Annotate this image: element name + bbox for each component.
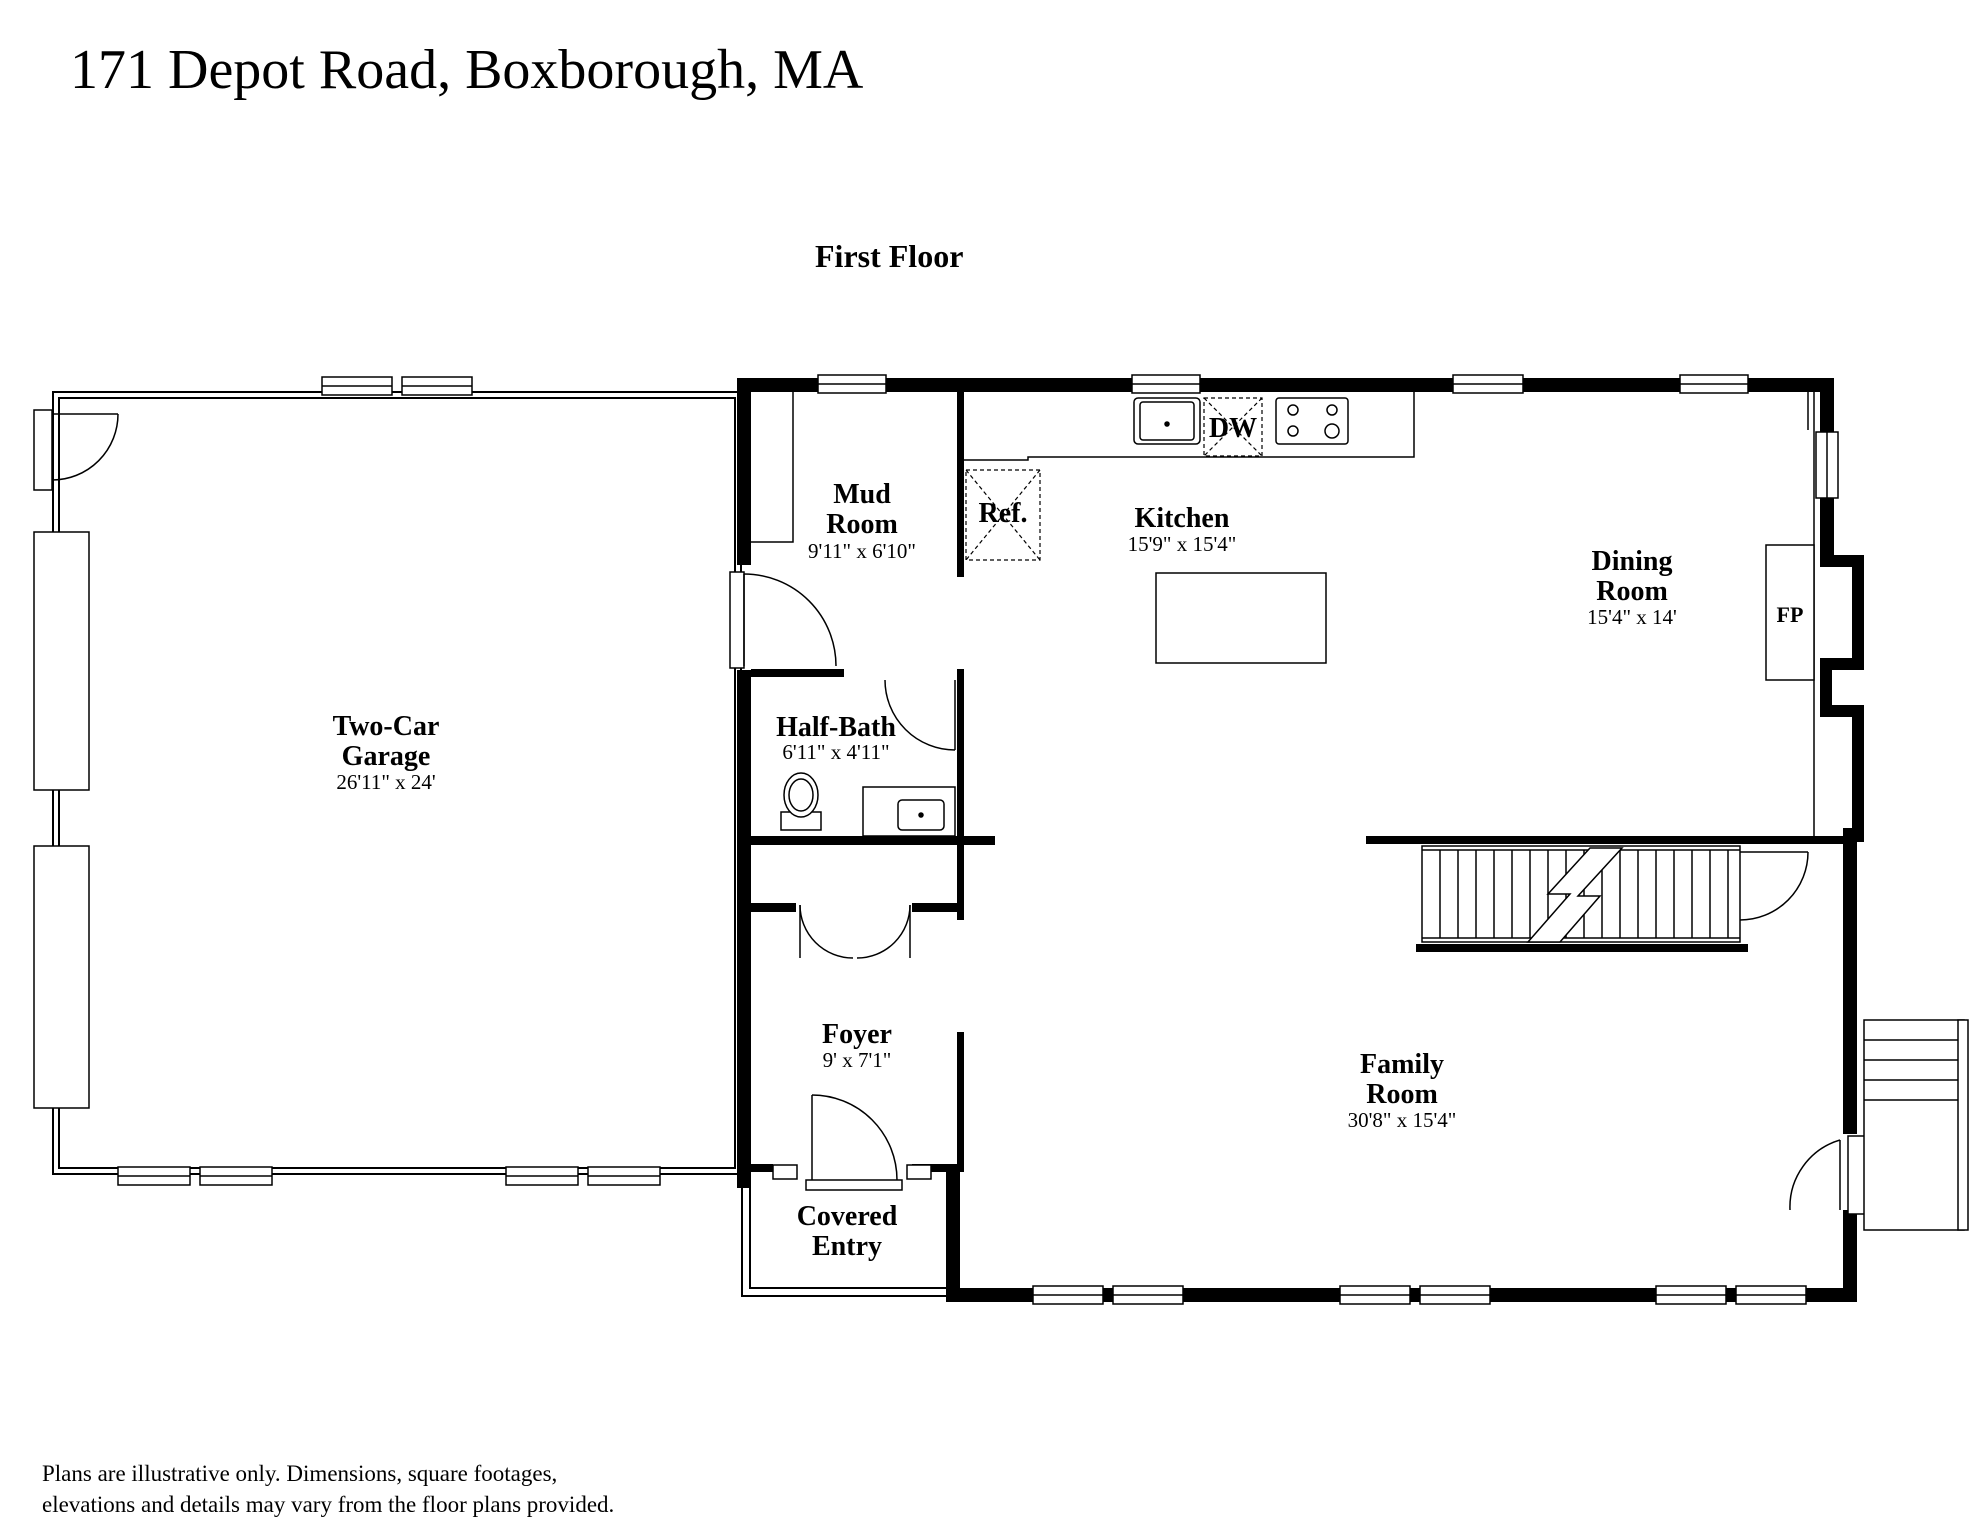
house-top-windows bbox=[817, 374, 1749, 394]
half-bath-dims: 6'11" x 4'11" bbox=[782, 740, 889, 764]
family-room-dims: 30'8" x 15'4" bbox=[1348, 1108, 1457, 1132]
foyer-dims: 9' x 7'1" bbox=[823, 1048, 892, 1072]
garage-dims: 26'11" x 24' bbox=[336, 770, 435, 794]
half-bath-name: Half-Bath bbox=[776, 712, 896, 743]
covered-entry-name-line1: Covered bbox=[797, 1201, 898, 1232]
house-bottom-windows bbox=[1032, 1285, 1807, 1305]
garage-top-windows bbox=[321, 376, 473, 396]
family-room-name-line1: Family bbox=[1360, 1049, 1444, 1080]
kitchen-sink bbox=[1133, 397, 1201, 445]
closet-doors bbox=[799, 904, 911, 959]
disclaimer-line2: elevations and details may vary from the… bbox=[42, 1492, 615, 1517]
fireplace-label: FP bbox=[1777, 602, 1804, 627]
refrigerator bbox=[965, 469, 1041, 561]
covered-entry-outline bbox=[741, 1184, 946, 1297]
family-room-door bbox=[1789, 1135, 1871, 1215]
garage-name-line2: Garage bbox=[342, 741, 431, 772]
stair-door bbox=[1739, 851, 1809, 921]
cooktop bbox=[1275, 397, 1349, 445]
toilet bbox=[780, 772, 822, 831]
dishwasher-label: DW bbox=[1209, 413, 1257, 444]
mud-room-name-line1: Mud bbox=[833, 479, 891, 510]
disclaimer: Plans are illustrative only. Dimensions,… bbox=[42, 1458, 942, 1520]
kitchen-counter bbox=[751, 392, 1415, 543]
refrigerator-label: Ref. bbox=[979, 498, 1028, 529]
house-right-window bbox=[1815, 431, 1839, 499]
page-title: 171 Depot Road, Boxborough, MA bbox=[70, 39, 864, 101]
floor-label: First Floor bbox=[815, 238, 964, 274]
covered-entry-name-line2: Entry bbox=[812, 1231, 882, 1262]
foyer-name: Foyer bbox=[822, 1019, 892, 1050]
family-room-name-line2: Room bbox=[1366, 1079, 1438, 1110]
half-bath-door bbox=[884, 679, 956, 751]
mud-room-dims: 9'11" x 6'10" bbox=[808, 539, 916, 563]
dining-room-dims: 15'4" x 14' bbox=[1587, 605, 1677, 629]
dining-room-name-line1: Dining bbox=[1592, 546, 1673, 577]
stair-break bbox=[1526, 847, 1624, 943]
interior-walls bbox=[751, 392, 1844, 1172]
front-door bbox=[805, 1094, 903, 1191]
kitchen-dims: 15'9" x 15'4" bbox=[1128, 532, 1237, 556]
mud-room-door bbox=[729, 571, 837, 669]
mud-room-name-line2: Room bbox=[826, 509, 898, 540]
disclaimer-line1: Plans are illustrative only. Dimensions,… bbox=[42, 1461, 558, 1486]
foyer-sidelights bbox=[772, 1164, 932, 1180]
garage-doors bbox=[33, 531, 90, 1109]
garage-side-door bbox=[33, 409, 119, 491]
dining-room-name-line2: Room bbox=[1596, 576, 1668, 607]
fireplace bbox=[1765, 544, 1815, 681]
dishwasher bbox=[1203, 397, 1263, 457]
garage-bottom-windows bbox=[117, 1166, 661, 1186]
garage-name-line1: Two-Car bbox=[333, 711, 440, 742]
kitchen-name: Kitchen bbox=[1135, 503, 1230, 534]
bath-vanity bbox=[862, 786, 956, 837]
exterior-steps bbox=[1863, 1019, 1969, 1231]
kitchen-island bbox=[1155, 572, 1327, 664]
